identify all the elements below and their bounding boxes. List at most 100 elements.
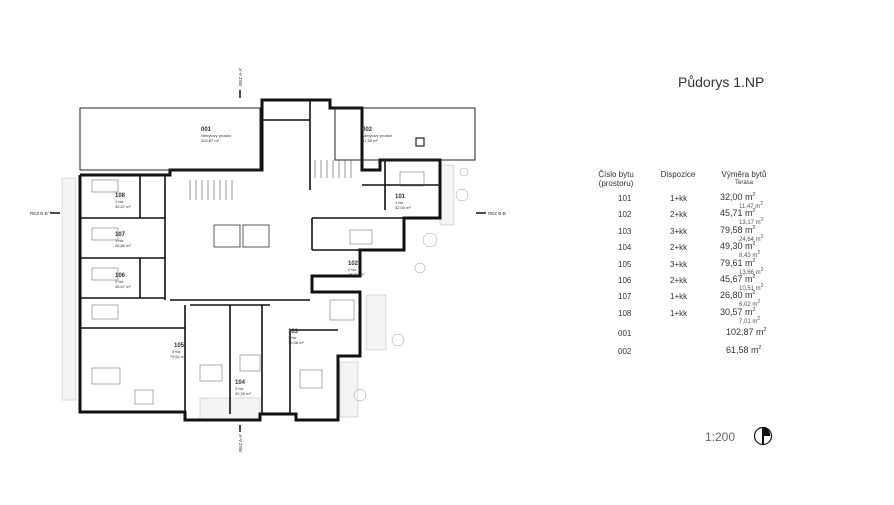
- label-103: 103: [288, 329, 299, 335]
- unit-layout: 3+kk: [670, 259, 688, 269]
- terrace-area-value: 8,43 m: [739, 253, 758, 260]
- unit-area-value: 49,30 m: [720, 241, 753, 252]
- unit-area: 61,58 m2: [726, 345, 761, 355]
- label-105: 105: [174, 343, 185, 349]
- terrace-area-value: 10,51 m: [739, 285, 761, 292]
- label-102: 102: [348, 261, 359, 267]
- svg-text:3+kk: 3+kk: [288, 335, 297, 340]
- unit-number: 102: [618, 210, 632, 220]
- unit-area-value: 30,57 m: [720, 306, 753, 317]
- svg-text:61,58 m²: 61,58 m²: [362, 138, 378, 143]
- unit-exponent: 2: [752, 290, 756, 297]
- header-area: Výměra bytů: [721, 170, 767, 179]
- unit-area-value: 32,00 m: [720, 192, 753, 202]
- unit-area-value: 45,71 m: [720, 208, 753, 219]
- svg-text:30,57 m²: 30,57 m²: [115, 204, 131, 209]
- unit-area-value: 79,58 m: [720, 224, 753, 235]
- unit-exponent: 2: [763, 327, 767, 334]
- unit-area-value: 102,87 m: [726, 327, 764, 338]
- terrace-area: 24,64 m2: [739, 234, 763, 243]
- svg-text:45,71 m²: 45,71 m²: [348, 272, 364, 277]
- unit-exponent: 2: [758, 345, 762, 352]
- terrace-exponent: 2: [757, 315, 761, 322]
- unit-layout: 2+kk: [670, 210, 688, 220]
- svg-text:2+kk: 2+kk: [115, 279, 124, 284]
- unit-area: 30,57 m2: [720, 307, 755, 317]
- unit-layout: 1+kk: [670, 194, 688, 203]
- svg-text:2+kk: 2+kk: [235, 386, 244, 391]
- label-106: 106: [115, 273, 126, 279]
- svg-text:Nebytový prostor: Nebytový prostor: [201, 133, 232, 138]
- svg-text:1+kk: 1+kk: [395, 200, 404, 205]
- svg-text:45,67 m²: 45,67 m²: [115, 284, 131, 289]
- unit-number: 001: [618, 329, 632, 339]
- unit-exponent: 2: [752, 273, 756, 280]
- unit-number: 103: [618, 226, 632, 236]
- unit-number: 104: [618, 243, 632, 253]
- unit-exponent: 2: [752, 192, 756, 198]
- svg-text:49,30 m²: 49,30 m²: [235, 391, 251, 396]
- table-row-commercial: 001 102,87 m2: [588, 323, 780, 341]
- svg-text:79,58 m²: 79,58 m²: [288, 340, 304, 345]
- svg-text:32,00 m²: 32,00 m²: [395, 205, 411, 210]
- label-104: 104: [235, 380, 246, 386]
- unit-area: 79,58 m2: [720, 225, 755, 235]
- unit-area-value: 45,67 m: [720, 273, 753, 284]
- terrace-hatching: [61, 164, 455, 421]
- unit-area: 45,67 m2: [720, 274, 755, 284]
- terrace-exponent: 2: [760, 233, 764, 240]
- unit-layout: 2+kk: [670, 275, 688, 285]
- terrace-area: 10,51 m2: [739, 283, 763, 292]
- label-002: 002: [362, 127, 373, 133]
- label-107: 107: [115, 232, 126, 238]
- terrace-area: 13,66 m2: [739, 267, 763, 276]
- unit-area: 79,61 m2: [720, 258, 755, 268]
- unit-exponent: 2: [752, 224, 756, 231]
- unit-area: 102,87 m2: [726, 327, 766, 337]
- page-title: Půdorys 1.NP: [678, 74, 765, 90]
- inner-walls: [80, 100, 440, 414]
- unit-number: 106: [618, 275, 632, 285]
- terrace-area: 8,43 m2: [739, 250, 760, 259]
- terrace-exponent: 2: [757, 250, 761, 257]
- unit-exponent: 2: [752, 306, 756, 313]
- unit-exponent: 2: [752, 241, 756, 248]
- unit-area-value: 79,61 m: [720, 257, 753, 268]
- terrace-area: 7,01 m2: [739, 316, 760, 325]
- unit-table: Číslo bytu (prostoru) Dispozice Výměra b…: [588, 170, 780, 359]
- section-a-top: REZ A-A': [238, 67, 243, 86]
- svg-text:Nebytový prostor: Nebytový prostor: [362, 133, 393, 138]
- unit-number: 105: [618, 259, 632, 269]
- table-row-commercial: 002 61,58 m2: [588, 341, 780, 359]
- section-markers: REZ A-A' REZ A-A' REZ B-B' REZ B-B: [30, 67, 506, 452]
- terrace-exponent: 2: [760, 266, 764, 273]
- commercial-areas: [79, 107, 476, 171]
- unit-area: 49,30 m2: [720, 241, 755, 251]
- unit-number: 002: [618, 347, 632, 357]
- terrace-area-value: 11,47 m: [739, 204, 761, 210]
- label-101: 101: [395, 194, 406, 200]
- section-b-left: REZ B-B': [30, 211, 49, 216]
- unit-area-value: 26,80 m: [720, 290, 753, 301]
- terrace-area-value: 24,64 m: [739, 236, 761, 243]
- stairs: [189, 160, 352, 200]
- terrace-exponent: 2: [760, 217, 764, 224]
- elevators: [213, 224, 270, 248]
- furniture: [91, 171, 425, 405]
- terrace-area-value: 13,17 m: [739, 220, 761, 227]
- svg-text:26,80 m²: 26,80 m²: [115, 243, 131, 248]
- terrace-area: 6,02 m2: [739, 299, 760, 308]
- label-001: 001: [201, 127, 212, 133]
- terrace-area-value: 6,02 m: [739, 302, 758, 309]
- terrace-area-value: 13,66 m: [739, 269, 761, 276]
- unit-layout: 3+kk: [670, 226, 688, 236]
- terrace-exponent: 2: [760, 282, 764, 289]
- unit-labels: 001 Nebytový prostor 102,87 m² 002 Nebyt…: [115, 127, 411, 396]
- section-b-right: REZ B-B: [488, 211, 506, 216]
